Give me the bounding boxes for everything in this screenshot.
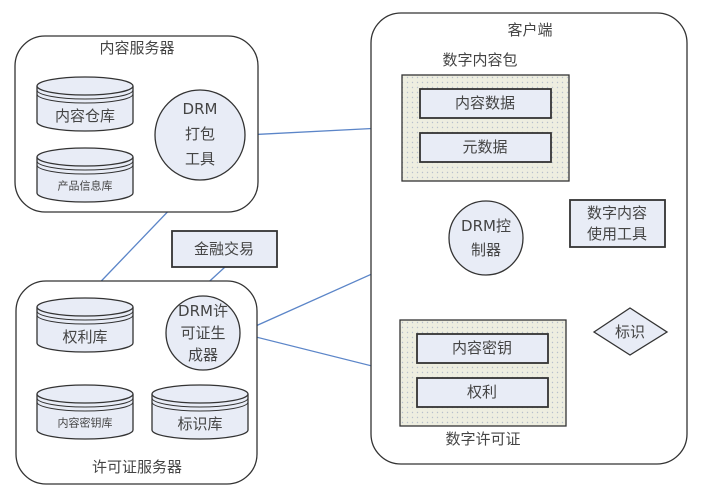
content-repository-db: 内容仓库 (36, 76, 134, 132)
content-data-label: 内容数据 (455, 94, 515, 112)
drm-controller: DRM控 制器 (448, 200, 524, 276)
content-server-title: 内容服务器 (99, 39, 174, 57)
drm-tool-line2: 打包 (185, 125, 215, 143)
content-key-db-label: 内容密钥库 (58, 416, 113, 430)
financial-transaction-label: 金融交易 (194, 240, 254, 258)
content-key-db: 内容密钥库 (36, 384, 134, 440)
digital-content-package: 内容数据 元数据 (401, 74, 570, 182)
rights-label: 权利 (467, 383, 497, 401)
usage-tool-line2: 使用工具 (587, 225, 647, 243)
content-server: 内容服务器 内容仓库 产品信息库 DRM 打包 工具 (14, 35, 259, 213)
product-info-label: 产品信息库 (58, 179, 113, 193)
generator-line3: 成器 (188, 346, 218, 364)
digital-license-title: 数字许可证 (445, 430, 520, 448)
drm-tool-line1: DRM (183, 100, 218, 118)
drm-license-generator: DRM许 可证生 成器 (165, 295, 241, 371)
rights-db: 权利库 (36, 297, 134, 353)
product-info-db: 产品信息库 (36, 147, 134, 203)
financial-transaction: 金融交易 (171, 230, 278, 268)
drm-packaging-tool: DRM 打包 工具 (154, 89, 246, 181)
license-server-title: 许可证服务器 (92, 458, 182, 476)
controller-line2: 制器 (471, 241, 501, 259)
content-usage-tool: 数字内容 使用工具 (569, 199, 666, 248)
generator-line1: DRM许 (178, 302, 228, 320)
content-package-title: 数字内容包 (442, 51, 517, 69)
rights-db-label: 权利库 (62, 328, 107, 346)
content-repository-label: 内容仓库 (55, 107, 115, 125)
digital-license: 内容密钥 权利 (399, 319, 567, 427)
client-title: 客户端 (507, 21, 552, 39)
license-server: 许可证服务器 权利库 内容密钥库 标识库 DRM许 可证生 成器 (15, 280, 258, 485)
identity-db: 标识库 (151, 384, 249, 440)
controller-line1: DRM控 (461, 217, 511, 235)
client: 客户端 数字内容包 内容数据 元数据 DRM控 制器 数字内容 使用工具 标识 … (370, 12, 688, 465)
identity-diamond: 标识 (592, 307, 669, 356)
usage-tool-line1: 数字内容 (587, 204, 647, 222)
identity-label: 标识 (615, 323, 645, 341)
drm-tool-line3: 工具 (185, 150, 215, 168)
identity-db-label: 标识库 (177, 415, 222, 433)
content-key-label: 内容密钥 (452, 339, 512, 357)
generator-line2: 可证生 (180, 324, 225, 342)
metadata-label: 元数据 (462, 138, 507, 156)
